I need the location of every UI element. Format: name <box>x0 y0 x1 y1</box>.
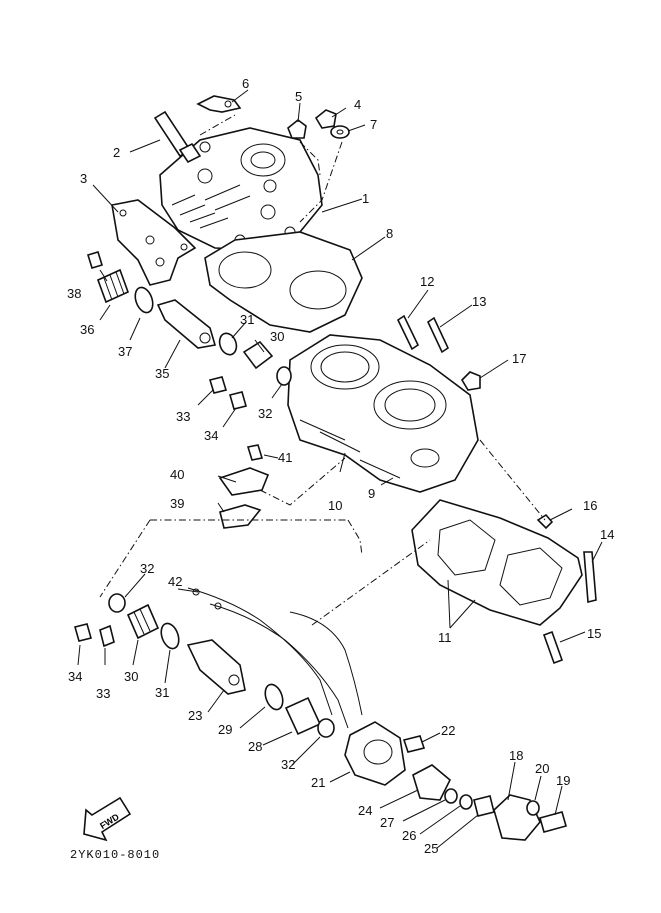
leader-lines <box>77 89 603 849</box>
holder-40 <box>218 467 270 496</box>
washer-32a <box>276 366 292 386</box>
callout-38: 38 <box>67 286 81 301</box>
callout-32b: 32 <box>140 561 154 576</box>
callout-11: 11 <box>438 630 452 645</box>
bolt-41 <box>246 444 264 461</box>
callout-14: 14 <box>600 527 614 542</box>
bracket <box>111 199 197 286</box>
callout-35: 35 <box>155 366 169 381</box>
callout-21: 21 <box>311 775 325 790</box>
bolt-34b <box>74 623 92 642</box>
clip-33a <box>208 376 228 394</box>
o-ring-31a <box>218 332 238 356</box>
bolt-38 <box>86 251 104 269</box>
bolt-25 <box>473 795 495 817</box>
callout-31b: 31 <box>155 685 169 700</box>
callout-29: 29 <box>218 722 232 737</box>
joint-28 <box>284 696 322 736</box>
callout-19: 19 <box>556 773 570 788</box>
washer-32c <box>317 718 335 738</box>
callout-24: 24 <box>358 803 372 818</box>
clip-33b <box>99 624 115 648</box>
callout-27: 27 <box>380 815 394 830</box>
washer-27 <box>444 788 458 804</box>
callout-31a: 31 <box>240 312 254 327</box>
callout-36: 36 <box>80 322 94 337</box>
callout-18: 18 <box>509 748 523 763</box>
o-ring-29 <box>264 683 284 711</box>
joint-30b <box>126 603 160 640</box>
callout-9: 9 <box>368 486 375 501</box>
drawing-code: 2YK010-8010 <box>70 848 160 862</box>
callout-13: 13 <box>472 294 486 309</box>
callout-6: 6 <box>242 76 249 91</box>
callout-labels: 1 2 3 4 5 6 7 8 9 10 11 12 13 14 15 16 1… <box>67 76 614 856</box>
cover-24 <box>412 764 451 801</box>
bolt-22 <box>402 735 426 753</box>
callout-10: 10 <box>328 498 342 513</box>
callout-8: 8 <box>386 226 393 241</box>
cable-clip <box>196 95 242 113</box>
housing-21 <box>344 721 406 786</box>
stud-12 <box>396 314 420 351</box>
o-ring-31b <box>160 622 180 650</box>
o-ring-37 <box>134 286 154 314</box>
nut-17 <box>460 371 481 391</box>
plate-39 <box>219 504 262 529</box>
valve-35 <box>156 299 217 349</box>
callout-3: 3 <box>80 171 87 186</box>
stud-14 <box>583 551 597 604</box>
joint-30a <box>242 340 274 370</box>
callout-1: 1 <box>362 191 369 206</box>
bolt-19 <box>539 811 567 833</box>
assembly-lines <box>99 114 546 626</box>
head-gasket <box>204 231 363 333</box>
callout-25: 25 <box>424 841 438 856</box>
callout-32a: 32 <box>258 406 272 421</box>
callout-17: 17 <box>512 351 526 366</box>
callout-7: 7 <box>370 117 377 132</box>
nut-5 <box>287 118 307 139</box>
callout-12: 12 <box>420 274 434 289</box>
callout-30b: 30 <box>124 669 138 684</box>
callout-39: 39 <box>170 496 184 511</box>
callout-23: 23 <box>188 708 202 723</box>
callout-30a: 30 <box>270 329 284 344</box>
stud-15 <box>542 630 564 665</box>
callout-20: 20 <box>535 761 549 776</box>
cable-42 <box>187 587 363 729</box>
valve-23 <box>186 639 246 695</box>
callout-5: 5 <box>295 89 302 104</box>
spark-plug <box>153 110 202 164</box>
callout-16: 16 <box>583 498 597 513</box>
callout-2: 2 <box>113 145 120 160</box>
callout-41: 41 <box>278 450 292 465</box>
callout-32c: 32 <box>281 757 295 772</box>
fwd-arrow-icon: FWD <box>83 796 132 842</box>
callout-28: 28 <box>248 739 262 754</box>
stud-13 <box>426 316 450 354</box>
callout-34b: 34 <box>68 669 82 684</box>
callout-33a: 33 <box>176 409 190 424</box>
callout-34a: 34 <box>204 428 218 443</box>
callout-22: 22 <box>441 723 455 738</box>
washer-7 <box>330 125 350 139</box>
nut-16 <box>536 513 554 530</box>
callout-40: 40 <box>170 467 184 482</box>
cap-nut <box>314 109 337 129</box>
callout-33b: 33 <box>96 686 110 701</box>
washer-20 <box>526 800 540 816</box>
callout-15: 15 <box>587 626 601 641</box>
cylinder-block <box>287 334 479 493</box>
bolt-34a <box>229 391 247 410</box>
base-gasket <box>411 499 583 626</box>
callout-26: 26 <box>402 828 416 843</box>
washer-32b <box>108 593 126 613</box>
callout-42: 42 <box>168 574 182 589</box>
washer-26 <box>459 794 473 810</box>
callout-4: 4 <box>354 97 361 112</box>
callout-37: 37 <box>118 344 132 359</box>
